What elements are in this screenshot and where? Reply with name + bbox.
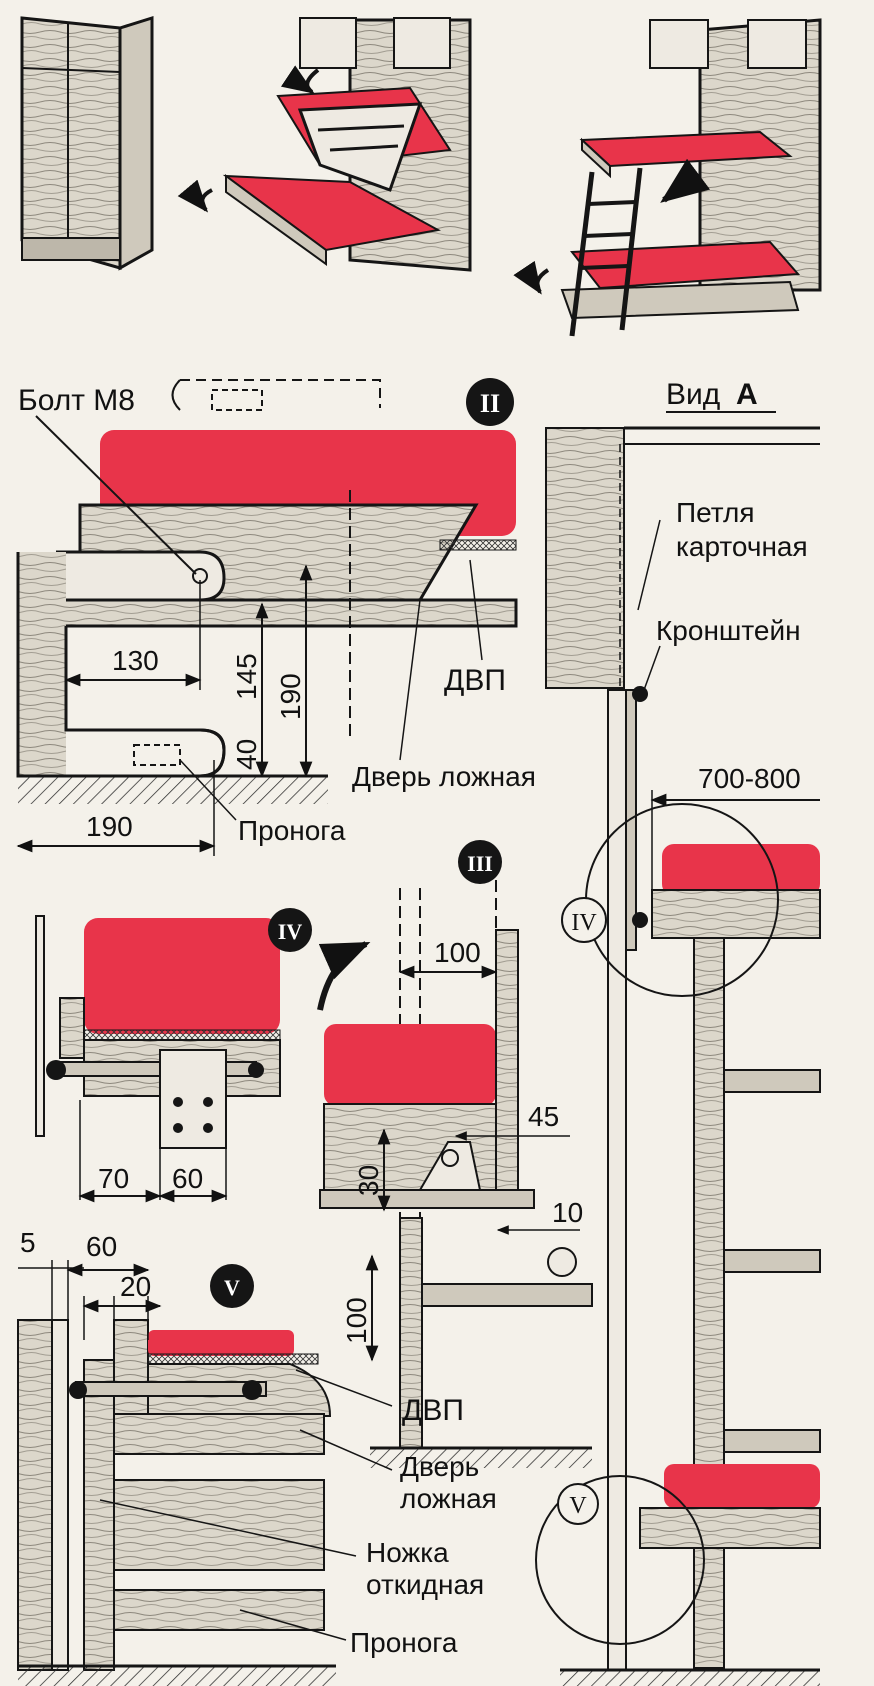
pronoga-bottom-label: Пронога [350,1627,458,1658]
marker-ii: II [480,389,500,418]
dim-10: 10 [552,1197,583,1228]
false-door-bottom-label-line2: ложная [400,1483,497,1514]
marker-ii-badge: II [466,378,514,426]
dvp-top-leader [469,559,483,661]
leg-label-line1: Ножка [366,1537,449,1568]
callout-v-badge: V [557,1483,599,1525]
dvp-bottom-leader [295,1369,393,1407]
view-a-label: Вид [666,378,720,411]
view-a-letter: А [736,378,758,411]
bolt-leader [35,415,197,575]
dim-60-iv: 60 [172,1163,203,1194]
dim-700-800: 700-800 [698,763,801,794]
dim-60-v: 60 [86,1231,117,1262]
bracket-leader [643,645,661,691]
sketch-closed-wardrobe [20,15,154,271]
dim-5: 5 [20,1227,36,1258]
bolt-label: Болт М8 [18,384,135,417]
marker-v: V [224,1275,240,1300]
dim-20: 20 [120,1271,151,1302]
false-door-bottom-label-line1: Дверь [400,1451,479,1482]
marker-iv: IV [278,919,303,944]
callout-iv: IV [571,910,597,936]
leg-label-line2: откидная [366,1569,484,1600]
pronoga-top-leader [179,759,237,821]
marker-v-badge: V [210,1264,254,1308]
marker-iii-badge: III [458,840,502,884]
false-door-bottom-leader [299,1429,393,1471]
marker-iii: III [467,851,493,876]
dim-145: 145 [231,653,262,700]
dim-130: 130 [112,645,159,676]
pronoga-top-label: Пронога [238,815,346,846]
bracket-label: Кронштейн [656,615,801,646]
callout-iv-badge: IV [561,897,607,943]
detail-v [17,1260,336,1686]
callout-v: V [569,1493,587,1519]
detail-iv [35,915,281,1200]
dim-190-horiz: 190 [86,811,133,842]
view-a-structure [545,426,821,1686]
dim-100-top: 100 [434,937,481,968]
sketch-bunk-bed [513,18,822,337]
dim-100-side: 100 [341,1297,372,1344]
false-door-mid-label: Дверь ложная [352,761,536,792]
pronoga-bottom-leader [239,1609,347,1641]
callout-v-circle [535,1475,705,1645]
dim-45: 45 [528,1101,559,1132]
false-door-leader [399,599,421,761]
dim-40: 40 [231,739,262,770]
dvp-bottom-label: ДВП [402,1394,464,1427]
hinge-label-line1: Петля [676,497,754,528]
detail-iii [317,880,593,1468]
hinge-label-line2: карточная [676,531,808,562]
detail-ii [16,379,518,804]
dim-190-vert: 190 [275,673,306,720]
dvp-top-label: ДВП [444,664,506,697]
sketch-unfolding-bed [177,17,472,272]
leg-leader [99,1499,357,1557]
marker-iv-badge: IV [268,908,312,952]
dim-30: 30 [353,1165,384,1196]
hinge-leader [637,519,661,611]
dim-70: 70 [98,1163,129,1194]
